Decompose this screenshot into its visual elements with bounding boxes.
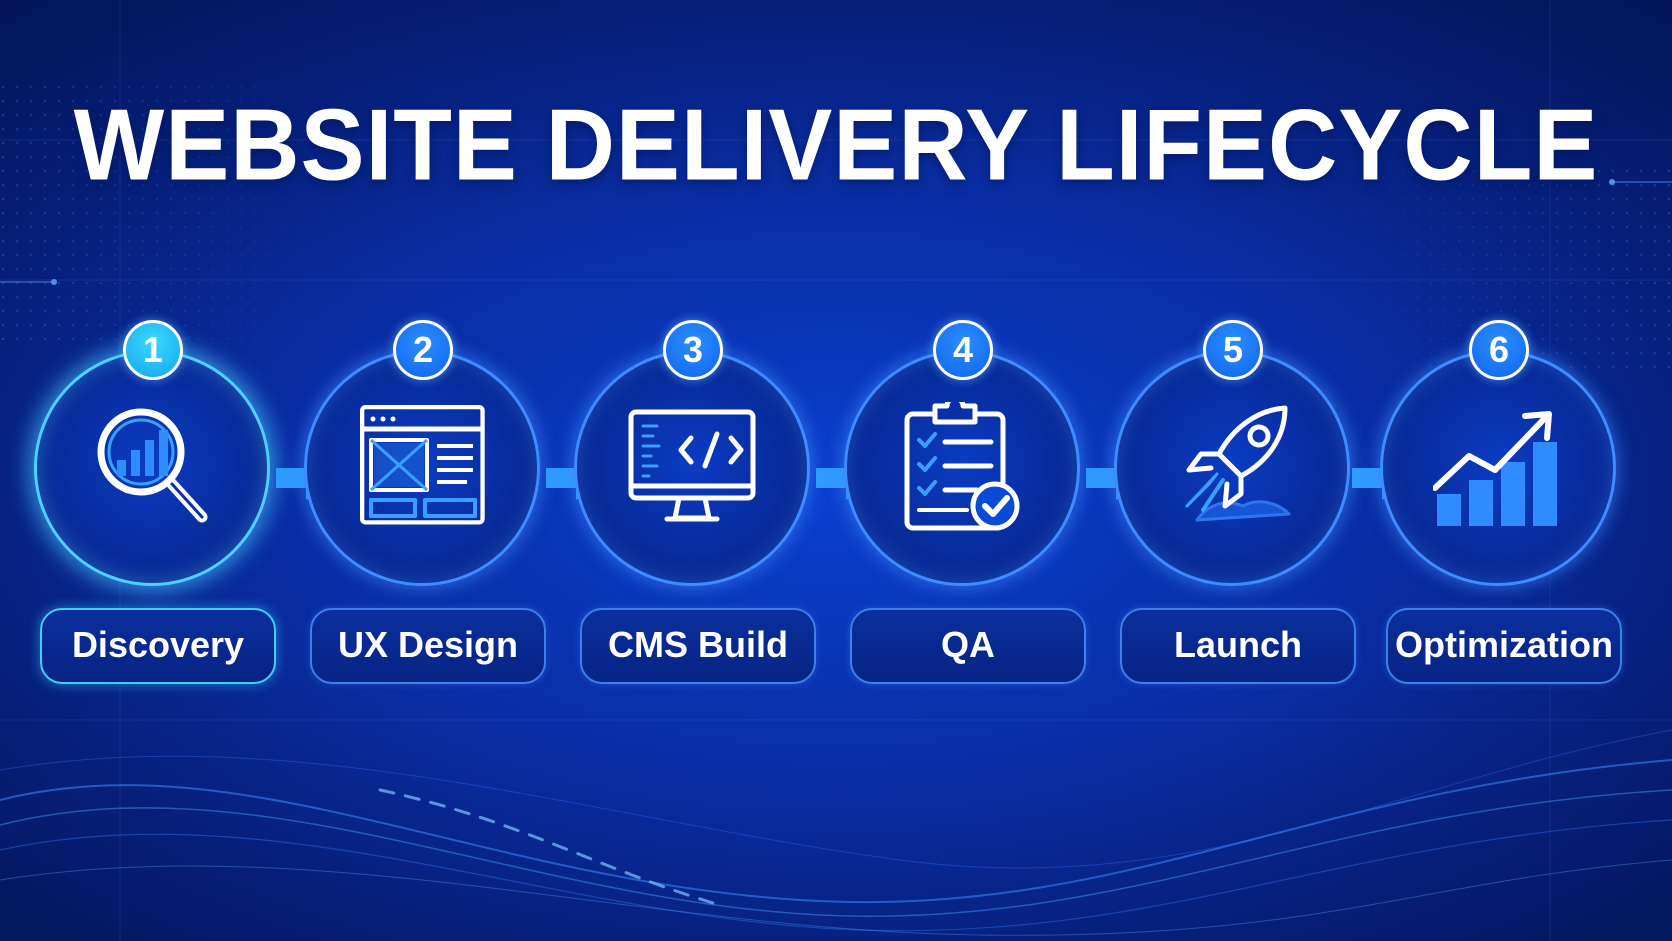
step-label: CMS Build — [580, 608, 816, 684]
step-cms-build: 3 CMS Build — [570, 320, 822, 692]
step-qa: 4 QA — [840, 320, 1092, 692]
step-ring — [574, 350, 810, 586]
step-number-badge: 2 — [393, 320, 453, 380]
checklist-icon — [897, 395, 1027, 532]
step-label: Optimization — [1386, 608, 1622, 684]
step-ux-design: 2 UX Design — [300, 320, 552, 692]
step-number-badge: 6 — [1469, 320, 1529, 380]
step-label: Launch — [1120, 608, 1356, 684]
dot-field-left — [0, 80, 360, 340]
page-title: WEBSITE DELIVERY LIFECYCLE — [73, 89, 1599, 202]
code-monitor-icon — [627, 402, 757, 532]
wave-lines — [0, 729, 1672, 936]
step-number-badge: 4 — [933, 320, 993, 380]
magnifier-chart-icon — [87, 402, 217, 532]
step-label: Discovery — [40, 608, 276, 684]
step-discovery: 1 Discovery — [30, 320, 282, 692]
step-launch: 5 Launch — [1110, 320, 1362, 692]
rocket-icon — [1167, 402, 1297, 532]
step-number-badge: 5 — [1203, 320, 1263, 380]
growth-chart-icon — [1432, 402, 1563, 532]
step-number-badge: 3 — [663, 320, 723, 380]
circuit-lines — [0, 181, 1672, 283]
wireframe-icon — [357, 402, 487, 532]
step-label: UX Design — [310, 608, 546, 684]
step-label: QA — [850, 608, 1086, 684]
step-optimization: 6 Optimization — [1376, 320, 1628, 692]
step-number-badge: 1 — [123, 320, 183, 380]
